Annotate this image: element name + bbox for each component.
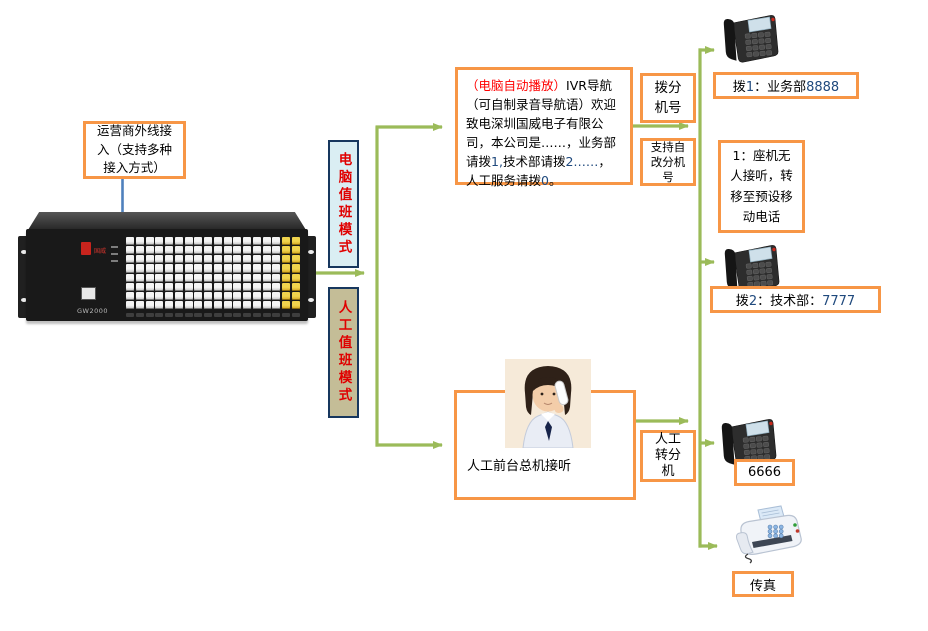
device-control-panel: 国威 GW2000 bbox=[75, 239, 123, 317]
extension-6666-box: 6666 bbox=[734, 459, 795, 486]
sales-extension-box: 拨1：业务部8888 bbox=[713, 72, 859, 99]
self-change-extension-box: 支持自 改分机 号 bbox=[640, 138, 696, 186]
manual-transfer-label: 人工 转分 机 bbox=[654, 432, 681, 479]
brand-logo-icon bbox=[81, 242, 91, 255]
extension-6666-label: 6666 bbox=[747, 465, 782, 480]
desk-phone-icon bbox=[716, 242, 782, 296]
carrier-access-label: 运营商外线接 入（支持多种 接入方式） bbox=[96, 123, 172, 176]
ivr-announcement-box: （电脑自动播放）IVR导航（可自制录音导航语）欢迎致电深圳国威电子有限公司，本公… bbox=[455, 67, 633, 188]
computer-mode-box: 电脑值班模式 bbox=[328, 140, 359, 268]
tech-extension-box: 拨2：技术部：7777 bbox=[710, 286, 881, 313]
tech-extension-label: 拨2：技术部：7777 bbox=[735, 294, 856, 309]
screw-hole-icon bbox=[20, 250, 27, 254]
pbx-device: 国威 GW2000 bbox=[18, 212, 316, 336]
port-grid bbox=[126, 237, 300, 317]
manual-transfer-box: 人工 转分 机 bbox=[640, 430, 696, 482]
forward-rule-box: 1：座机无 人接听，转 移至预设移 动电话 bbox=[718, 140, 805, 233]
brand-name: 国威 bbox=[94, 248, 107, 255]
ethernet-port-icon bbox=[81, 287, 96, 300]
status-led-icons bbox=[111, 241, 118, 267]
dial-extension-label: 拨分 机号 bbox=[654, 80, 682, 116]
computer-mode-label: 电脑值班模式 bbox=[335, 151, 352, 257]
rack-ear-right bbox=[305, 236, 316, 318]
device-front-panel: 国威 GW2000 bbox=[26, 229, 308, 321]
screw-hole-icon bbox=[307, 250, 314, 254]
forward-rule-text: 1：座机无 人接听，转 移至预设移 动电话 bbox=[730, 147, 793, 225]
fax-label: 传真 bbox=[749, 578, 776, 594]
desk-phone-icon bbox=[716, 12, 780, 66]
rack-ear-left bbox=[18, 236, 29, 318]
screw-hole-icon bbox=[307, 298, 314, 302]
receptionist-photo bbox=[505, 359, 591, 448]
screw-hole-icon bbox=[20, 298, 27, 302]
dial-extension-box: 拨分 机号 bbox=[640, 73, 696, 123]
desk-phone-icon bbox=[713, 416, 779, 470]
reception-label: 人工前台总机接听 bbox=[467, 459, 572, 474]
ivr-announcement-text: （电脑自动播放）IVR导航（可自制录音导航语）欢迎致电深圳国威电子有限公司，本公… bbox=[466, 78, 617, 188]
manual-mode-box: 人工值班模式 bbox=[328, 287, 359, 418]
self-change-extension-label: 支持自 改分机 号 bbox=[650, 139, 686, 184]
device-top-panel bbox=[28, 212, 306, 230]
fax-machine-icon bbox=[728, 500, 812, 566]
manual-mode-label: 人工值班模式 bbox=[335, 300, 352, 405]
device-model-label: GW2000 bbox=[77, 307, 109, 315]
sales-extension-label: 拨1：业务部8888 bbox=[732, 80, 840, 95]
carrier-access-box: 运营商外线接 入（支持多种 接入方式） bbox=[83, 121, 186, 179]
fax-label-box: 传真 bbox=[732, 571, 794, 597]
